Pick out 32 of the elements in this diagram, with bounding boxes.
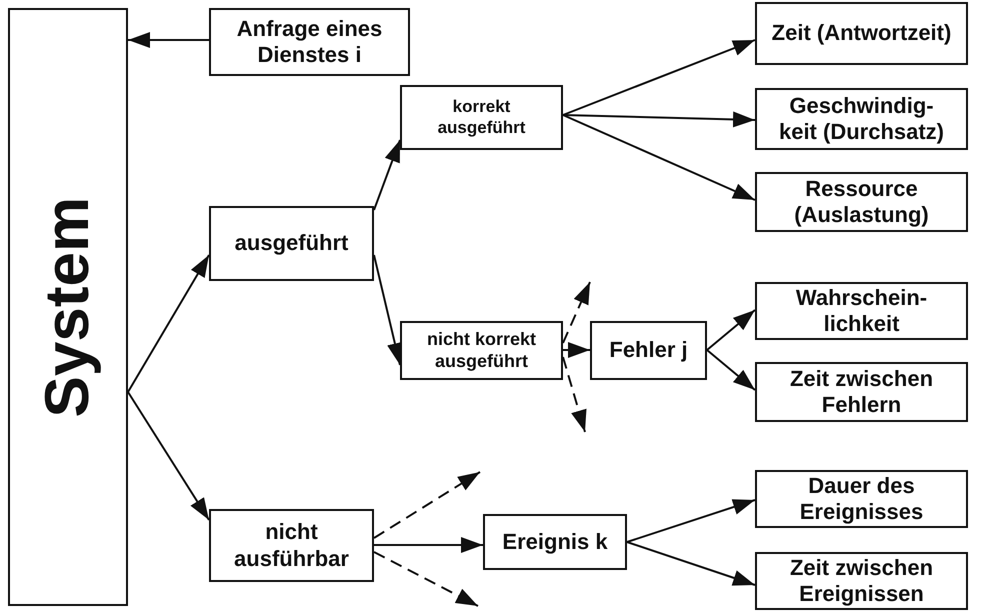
process-box: korrekt ausgeführt: [400, 85, 563, 150]
arrow: [128, 32, 209, 48]
arrow: [562, 111, 756, 128]
arrow: [374, 551, 478, 607]
process-box: Wahrschein- lichkeit: [755, 282, 968, 340]
arrow: [373, 140, 401, 210]
arrow: [563, 342, 590, 358]
arrow: [706, 349, 756, 391]
process-box: Geschwindig- keit (Durchsatz): [755, 88, 968, 150]
process-box: Fehler j: [590, 321, 707, 380]
process-box: Dauer des Ereignisses: [755, 470, 968, 528]
arrow: [626, 541, 756, 586]
arrow: [562, 114, 756, 201]
arrow: [706, 309, 756, 351]
system-box: System: [8, 8, 128, 606]
arrow: [562, 282, 591, 344]
process-box: Zeit zwischen Ereignissen: [755, 552, 968, 610]
process-box: Anfrage eines Dienstes i: [209, 8, 410, 76]
arrow: [562, 356, 586, 432]
arrow: [562, 39, 756, 116]
arrow: [127, 391, 210, 521]
arrow: [127, 254, 210, 393]
process-box: ausgeführt: [209, 206, 374, 281]
process-box: Ressource (Auslastung): [755, 172, 968, 232]
process-box: nicht ausführbar: [209, 509, 374, 582]
arrow: [373, 471, 481, 539]
arrow: [374, 537, 483, 553]
process-box: Ereignis k: [483, 514, 627, 570]
process-box: Zeit zwischen Fehlern: [755, 362, 968, 422]
process-box: nicht korrekt ausgeführt: [400, 321, 563, 380]
arrow: [626, 499, 756, 543]
process-box: Zeit (Antwortzeit): [755, 2, 968, 65]
